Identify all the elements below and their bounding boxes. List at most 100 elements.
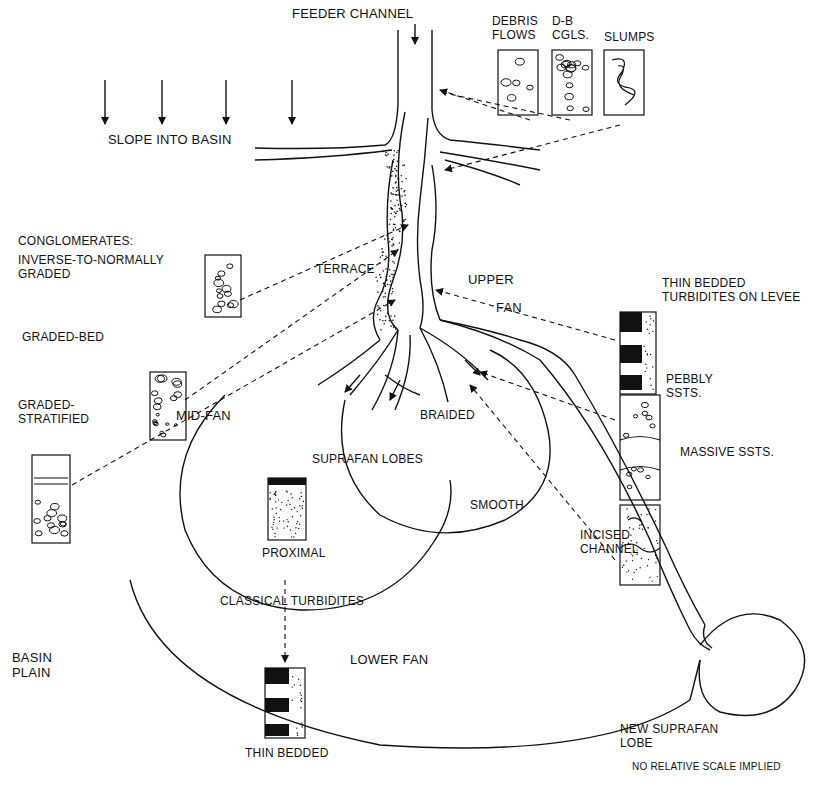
stipple-dot	[291, 509, 292, 510]
stipple-dot	[300, 707, 301, 708]
stipple-dot	[391, 293, 393, 295]
stipple-dot	[292, 516, 293, 517]
stipple-dot	[389, 284, 391, 286]
stipple-dot	[275, 491, 276, 492]
conglomerate-column	[32, 455, 70, 543]
clast	[34, 519, 41, 524]
stipple-dot	[391, 239, 393, 241]
label: INVERSE-TO-NORMALLY GRADED	[18, 253, 198, 281]
stipple-dot	[273, 516, 274, 517]
stipple-dot	[276, 513, 277, 514]
stipple-dot	[383, 296, 385, 298]
stipple-dot	[399, 195, 401, 197]
label: THIN BEDDED TURBIDITES ON LEVEE	[662, 276, 812, 304]
stipple-dot	[387, 306, 389, 308]
stipple-dot	[274, 493, 275, 494]
stipple-dot	[396, 152, 398, 154]
stratification	[34, 483, 68, 484]
stipple-dot	[298, 528, 299, 529]
leader-arrow	[445, 125, 620, 170]
stipple-dot	[301, 698, 302, 699]
clast	[557, 64, 566, 70]
stipple-dot	[391, 245, 393, 247]
slope-arrow	[291, 80, 292, 124]
stipple-dot	[273, 522, 274, 523]
stipple-dot	[300, 692, 301, 693]
stipple-dot	[404, 203, 406, 205]
label: INCISED CHANNEL	[580, 528, 660, 556]
stipple-dot	[639, 528, 640, 529]
stipple-dot	[384, 259, 386, 261]
conglomerate-column	[205, 255, 241, 317]
stipple-dot	[401, 195, 403, 197]
stipple-dot	[286, 491, 287, 492]
stipple-dot	[301, 723, 302, 724]
clast	[215, 276, 220, 280]
stipple-dot	[655, 509, 656, 510]
stipple-dot	[391, 208, 393, 210]
clast	[515, 58, 524, 65]
stipple-dot	[626, 508, 627, 509]
stipple-dot	[392, 237, 394, 239]
stipple-dot	[388, 167, 390, 169]
stipple-dot	[404, 219, 406, 221]
stipple-dot	[299, 498, 300, 499]
stipple-dot	[391, 274, 393, 276]
stipple-dot	[278, 499, 279, 500]
clast	[217, 294, 223, 299]
clast	[218, 271, 225, 276]
clast	[507, 95, 515, 101]
slump-column	[604, 50, 644, 115]
stipple-dot	[642, 529, 643, 530]
slope-arrow	[161, 80, 162, 124]
stipple-dot	[649, 333, 650, 334]
stipple-dot	[390, 207, 392, 209]
stipple-dot	[375, 277, 377, 279]
new-lobe-outline	[699, 614, 804, 716]
stipple-dot	[393, 326, 395, 328]
stipple-dot	[640, 567, 641, 568]
stipple-dot	[287, 491, 288, 492]
incised-channel	[440, 320, 690, 630]
stipple-dot	[383, 323, 385, 325]
leader-arrow	[185, 250, 398, 400]
stipple-dot	[405, 202, 407, 204]
stipple-dot	[280, 509, 281, 510]
stipple-dot	[393, 159, 395, 161]
leader-arrow	[240, 225, 408, 300]
stipple-dot	[302, 508, 303, 509]
stipple-dot	[300, 515, 301, 516]
clast	[166, 423, 169, 425]
stipple-dot	[655, 562, 656, 563]
stipple-dot	[395, 227, 397, 229]
stipple-dot	[380, 277, 382, 279]
stipple-dot	[626, 571, 627, 572]
stipple-dot	[406, 204, 408, 206]
clast	[153, 404, 161, 410]
stipple-dot	[394, 205, 396, 207]
stipple-dot	[392, 288, 394, 290]
stipple-dot	[646, 321, 647, 322]
stipple-dot	[392, 193, 394, 195]
stipple-dot	[274, 519, 275, 520]
stipple-dot	[392, 320, 394, 322]
stipple-dot	[270, 492, 271, 493]
stipple-dot	[647, 354, 648, 355]
stipple-dot	[646, 367, 647, 368]
stipple-dot	[385, 154, 387, 156]
stipple-dot	[393, 244, 395, 246]
clast	[228, 300, 238, 307]
stipple-dot	[645, 364, 646, 365]
stipple-dot	[385, 293, 387, 295]
stipple-dot	[653, 320, 654, 321]
stipple-dot	[626, 560, 627, 561]
stipple-dot	[645, 371, 646, 372]
stipple-dot	[297, 732, 298, 733]
channel-wall	[255, 30, 398, 149]
stipple-dot	[279, 517, 280, 518]
stipple-dot	[300, 700, 301, 701]
proximal-turbidite-column	[268, 478, 306, 540]
stipple-dot	[397, 189, 399, 191]
stipple-dot	[404, 190, 406, 192]
stipple-dot	[641, 514, 642, 515]
